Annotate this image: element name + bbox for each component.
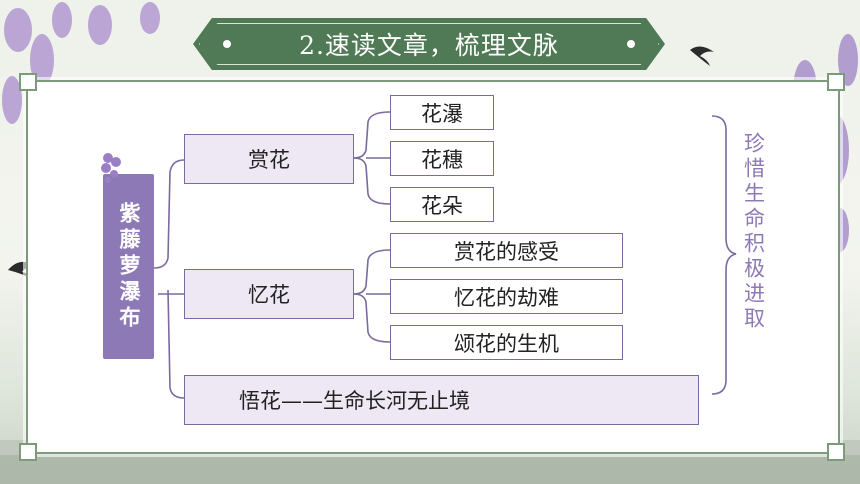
leaf-label: 花朵 xyxy=(421,193,463,218)
banner-title: 2.速读文章，梳理文脉 xyxy=(299,31,559,60)
flower-decoration-icon xyxy=(101,153,121,183)
branch-node-shanghua: 赏花 xyxy=(184,134,354,184)
card-corner-br xyxy=(827,443,845,461)
card-corner-bl xyxy=(19,443,37,461)
root-node: 紫藤萝瀑布 xyxy=(103,174,154,359)
leaf-node: 花穗 xyxy=(390,141,494,176)
leaf-label: 花瀑 xyxy=(421,101,463,126)
leaf-label: 忆花的劫难 xyxy=(454,285,559,310)
b1-brace xyxy=(353,111,391,159)
leaf-node: 忆花的劫难 xyxy=(390,279,623,314)
leaf-label: 花穗 xyxy=(421,147,463,172)
title-banner: 2.速读文章，梳理文脉 xyxy=(193,18,665,70)
conclusion-brace xyxy=(711,115,737,395)
branch-label: 忆花 xyxy=(248,283,290,307)
b2-brace-low xyxy=(353,293,391,343)
leaf-label: 颂花的生机 xyxy=(454,331,559,356)
banner-dot-right xyxy=(627,40,635,48)
leaf-node: 赏花的感受 xyxy=(390,233,623,268)
leaf-label: 赏花的感受 xyxy=(454,239,559,264)
root-label: 紫藤萝瀑布 xyxy=(117,201,141,332)
conclusion-text: 珍惜生命积极进取 xyxy=(740,132,766,332)
card-corner-tr xyxy=(827,73,845,91)
b2-brace xyxy=(353,249,391,295)
card-corner-tl xyxy=(19,73,37,91)
b1-brace-low xyxy=(353,157,391,205)
swallow-right-icon xyxy=(690,46,714,66)
root-brace xyxy=(153,159,185,269)
branch-node-yihua: 忆花 xyxy=(184,269,354,319)
banner-dot-left xyxy=(223,40,231,48)
leaf-node: 花朵 xyxy=(390,187,494,222)
conclusion-label: 珍惜生命积极进取 xyxy=(741,132,766,332)
branch-label: 悟花——生命长河无止境 xyxy=(239,389,470,413)
branch-label: 赏花 xyxy=(248,148,290,172)
branch-node-wuhua: 悟花——生命长河无止境 xyxy=(184,375,699,425)
wisteria-left-decoration xyxy=(2,2,160,124)
banner-inner-border xyxy=(199,23,659,65)
leaf-node: 颂花的生机 xyxy=(390,325,623,360)
root-to-b3 xyxy=(167,289,185,399)
leaf-node: 花瀑 xyxy=(390,95,494,130)
